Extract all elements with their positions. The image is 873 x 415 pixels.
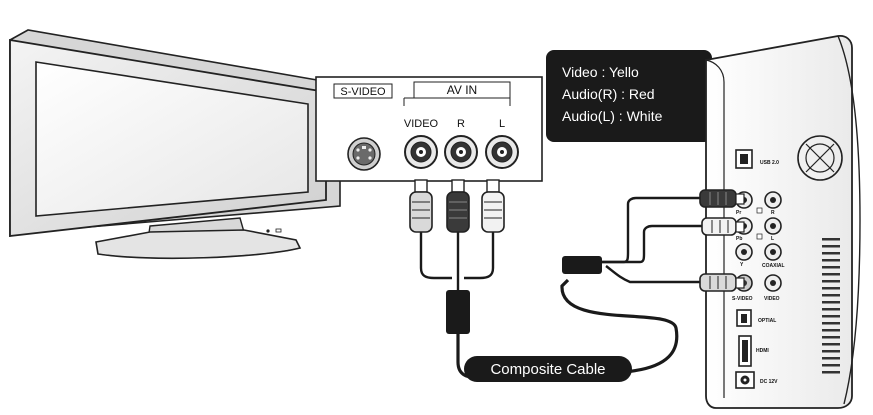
device-audio-r-plug-icon: [699, 189, 745, 208]
hdmi-label: HDMI: [756, 348, 769, 354]
y-label: Y: [740, 262, 744, 268]
usb-label: USB 2.0: [760, 160, 779, 166]
panel-r-label: R: [457, 118, 465, 130]
optical-port-icon: [736, 309, 752, 327]
composite-cable-label: Composite Cable: [464, 356, 632, 382]
ferrite-core-icon: [446, 290, 470, 334]
dc-power-port-icon: [735, 371, 755, 389]
coaxial-label: COAXIAL: [762, 263, 785, 269]
callout-line-audio-l: Audio(L) : White: [562, 108, 663, 124]
device-svideo-label: S-VIDEO: [732, 296, 753, 302]
audio-l-jack-icon: [485, 135, 519, 169]
cable-junction-icon: [562, 256, 602, 274]
callout-line-video: Video : Yello: [562, 64, 639, 80]
side-vent-icon: [822, 238, 840, 374]
video-jack-icon: [404, 135, 438, 169]
device-l-label: L: [771, 236, 774, 242]
tv-icon: [9, 29, 341, 260]
device-audio-l-plug-icon: [701, 217, 745, 236]
dc-label: DC 12V: [760, 379, 778, 385]
svideo-jack-icon: [347, 137, 381, 171]
svideo-label: S-VIDEO: [340, 86, 386, 98]
optical-label: OPTIAL: [758, 318, 776, 324]
audio-l-plug-icon: [481, 179, 505, 233]
device-video-plug-icon: [699, 273, 745, 292]
pb-label: Pb: [736, 236, 742, 242]
video-plug-icon: [409, 179, 433, 233]
hdmi-port-icon: [738, 335, 752, 367]
audio-r-plug-icon: [446, 179, 470, 233]
audio-r-jack-icon: [444, 135, 478, 169]
device-video-label: VIDEO: [764, 296, 780, 302]
panel-l-label: L: [499, 118, 505, 130]
fan-vent-icon: [797, 135, 843, 181]
callout-line-audio-r: Audio(R) : Red: [562, 86, 655, 102]
usb-port-icon: [735, 149, 753, 169]
device-r-label: R: [771, 210, 775, 216]
panel-video-label: VIDEO: [404, 118, 439, 130]
tv-input-panel: S-VIDEO AV IN VIDEO R L: [315, 76, 543, 182]
cable-label-text: Composite Cable: [490, 361, 605, 378]
pr-label: Pr: [736, 210, 741, 216]
avin-label: AV IN: [447, 83, 477, 97]
